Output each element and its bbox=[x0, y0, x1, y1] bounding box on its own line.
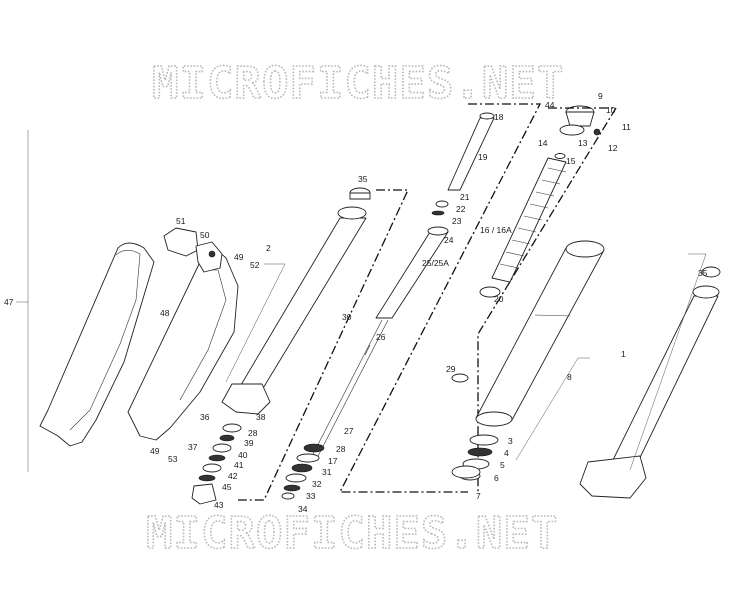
callout-3: 3 bbox=[508, 436, 513, 446]
guard-bracket bbox=[163, 227, 223, 273]
callout-9: 9 bbox=[598, 91, 603, 101]
callout-14: 14 bbox=[538, 138, 548, 148]
callout-34: 34 bbox=[298, 504, 308, 514]
callout-8: 8 bbox=[567, 372, 572, 382]
callout-50: 50 bbox=[200, 230, 210, 240]
callout-33: 33 bbox=[306, 491, 316, 501]
callout-1: 1 bbox=[621, 349, 626, 359]
cartridge-center bbox=[309, 226, 449, 461]
callout-53: 53 bbox=[168, 454, 178, 464]
callout-51: 51 bbox=[176, 216, 186, 226]
callout-28-center: 28 bbox=[336, 444, 346, 454]
top-cap bbox=[554, 105, 601, 159]
callout-10: 10 bbox=[606, 105, 616, 115]
callout-18: 18 bbox=[494, 112, 504, 122]
callout-27: 27 bbox=[344, 426, 354, 436]
callout-17: 17 bbox=[328, 456, 338, 466]
inner-tube-lower-stack bbox=[451, 434, 499, 481]
callout-35-right: 35 bbox=[698, 268, 708, 278]
callout-20: 20 bbox=[494, 294, 504, 304]
callout-6: 6 bbox=[494, 473, 499, 483]
callout-16: 16 / 16A bbox=[480, 225, 512, 235]
callout-40: 40 bbox=[238, 450, 248, 460]
callout-2: 2 bbox=[266, 243, 271, 253]
center-lower-stack bbox=[281, 443, 325, 500]
callout-30: 30 bbox=[342, 312, 352, 322]
cartridge-top bbox=[431, 112, 495, 216]
watermark-bottom: MICROFICHES.NET bbox=[146, 508, 558, 559]
outer-tube-right bbox=[579, 266, 721, 499]
watermark-top: MICROFICHES.NET bbox=[152, 58, 564, 109]
callout-32: 32 bbox=[312, 479, 322, 489]
inner-tube bbox=[475, 240, 605, 427]
callout-7: 7 bbox=[476, 491, 481, 501]
callout-49-bottom: 49 bbox=[150, 446, 160, 456]
callout-43: 43 bbox=[214, 500, 224, 510]
callout-47: 47 bbox=[4, 297, 14, 307]
callout-37: 37 bbox=[188, 442, 198, 452]
callout-21: 21 bbox=[460, 192, 470, 202]
callout-25: 25/25A bbox=[422, 258, 449, 268]
callout-13: 13 bbox=[578, 138, 588, 148]
callout-29: 29 bbox=[446, 364, 456, 374]
callout-38: 38 bbox=[256, 412, 266, 422]
clip-29 bbox=[451, 373, 469, 383]
left-stack bbox=[191, 423, 242, 505]
callout-11: 11 bbox=[622, 122, 631, 132]
callout-39: 39 bbox=[244, 438, 254, 448]
callout-45: 45 bbox=[222, 482, 232, 492]
callout-labels: 1 2 3 4 5 6 7 8 9 10 11 12 13 14 15 16 /… bbox=[4, 91, 708, 514]
callout-48: 48 bbox=[160, 308, 170, 318]
callout-42: 42 bbox=[228, 471, 238, 481]
callout-15: 15 bbox=[566, 156, 576, 166]
callout-41: 41 bbox=[234, 460, 244, 470]
callout-49-top: 49 bbox=[234, 252, 244, 262]
callout-4: 4 bbox=[504, 448, 509, 458]
callout-22: 22 bbox=[456, 204, 466, 214]
callout-5: 5 bbox=[500, 460, 505, 470]
callout-44: 44 bbox=[545, 100, 555, 110]
callout-31: 31 bbox=[322, 467, 332, 477]
callout-24: 24 bbox=[444, 235, 454, 245]
callout-26: 26 bbox=[376, 332, 386, 342]
callout-35-left: 35 bbox=[358, 174, 368, 184]
outer-tube-left bbox=[221, 187, 371, 415]
callout-52: 52 bbox=[250, 260, 260, 270]
callout-23: 23 bbox=[452, 216, 462, 226]
spring bbox=[479, 157, 567, 298]
callout-19: 19 bbox=[478, 152, 488, 162]
callout-12: 12 bbox=[608, 143, 618, 153]
callout-28-left: 28 bbox=[248, 428, 258, 438]
callout-36: 36 bbox=[200, 412, 210, 422]
